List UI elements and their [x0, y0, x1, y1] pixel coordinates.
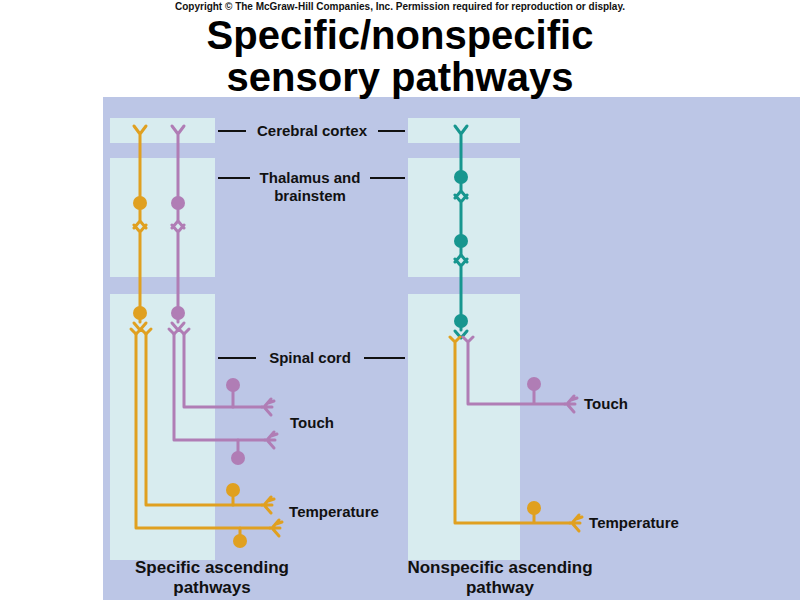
level-label: Cerebral cortex	[257, 122, 367, 140]
level-label: Thalamus and brainstem	[240, 169, 380, 205]
receptor-label: Touch	[290, 414, 334, 432]
receptor-label: Temperature	[589, 514, 679, 532]
title: Specific/nonspecific sensory pathways	[160, 14, 640, 98]
receptor-label: Touch	[584, 395, 628, 413]
level-label: Spinal cord	[269, 349, 351, 367]
pathway-label: Nonspecific ascending pathway	[383, 558, 618, 599]
receptor-label: Temperature	[289, 503, 379, 521]
copyright-note: Copyright © The McGraw-Hill Companies, I…	[175, 1, 625, 13]
pathway-label: Specific ascending pathways	[112, 558, 312, 599]
